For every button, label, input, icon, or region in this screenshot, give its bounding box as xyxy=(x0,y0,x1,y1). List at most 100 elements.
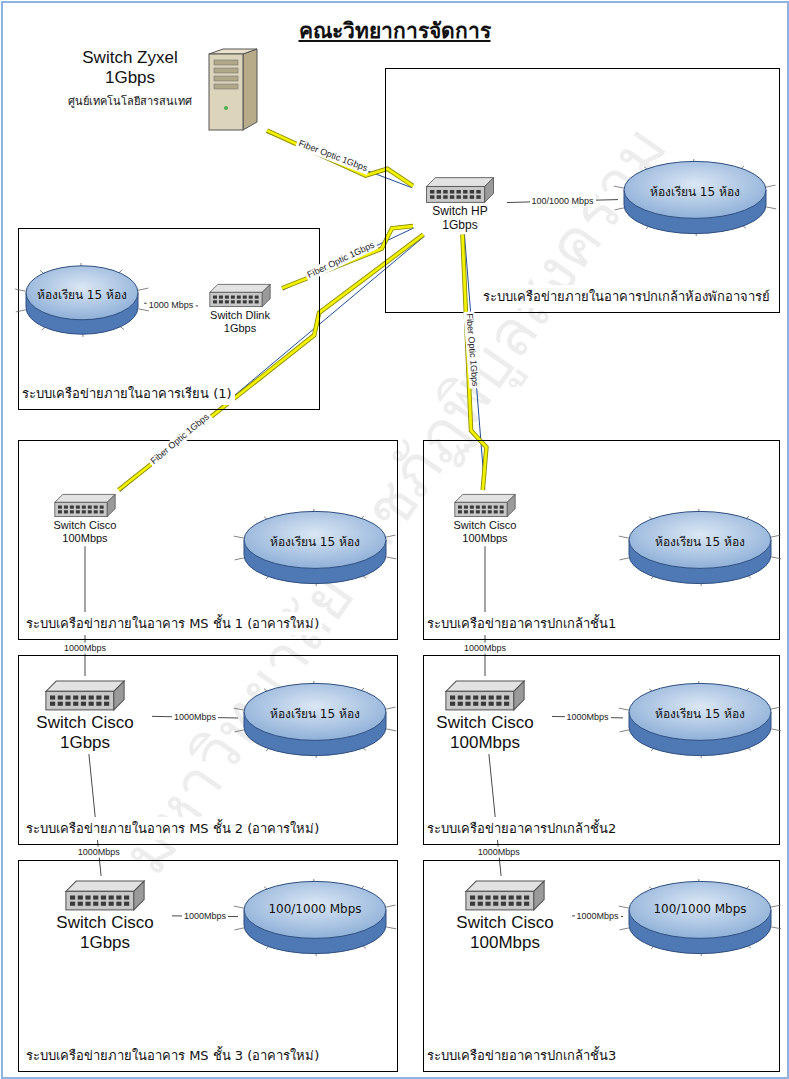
disk-spike xyxy=(386,729,397,731)
switch-port xyxy=(473,702,478,706)
fiber-bolt-edge xyxy=(119,235,424,490)
switch-port xyxy=(255,300,259,303)
switch-label: Switch Cisco 1Gbps xyxy=(40,913,170,952)
network-zone-box: ระบบเครือข่ายภายในอาคาร MS ชั้น 2 (อาคาร… xyxy=(18,655,398,845)
switch-node: Switch Cisco 100Mbps xyxy=(440,878,570,952)
cable-line xyxy=(489,754,501,876)
classroom-node: ห้องเรียน 15 ห้อง xyxy=(625,500,775,595)
switch-node: Switch Cisco 1Gbps xyxy=(40,878,170,952)
disk-spike xyxy=(770,535,780,537)
link-speed-label: 1000Mbps xyxy=(462,643,508,654)
classroom-label: ห้องเรียน 15 ห้อง xyxy=(625,704,775,723)
fiber-core xyxy=(120,236,425,491)
network-zone-box: ระบบเครือข่ายภายในอาคารเรียน (1)ห้องเรีย… xyxy=(18,228,320,410)
switch-port xyxy=(100,510,104,513)
classroom-node: ห้องเรียน 15 ห้อง xyxy=(240,500,390,595)
switch-port xyxy=(225,296,229,299)
switch-side xyxy=(114,681,124,710)
switch-port xyxy=(496,702,501,706)
switch-label: Switch Dlink 1Gbps xyxy=(200,309,280,334)
switch-side xyxy=(507,494,515,516)
switch-node: Switch Cisco 1Gbps xyxy=(20,678,150,752)
switch-port xyxy=(94,510,98,513)
switch-top xyxy=(210,284,270,292)
disk-spike xyxy=(385,707,395,709)
switch-front xyxy=(455,502,507,516)
disk-spike xyxy=(771,927,782,929)
switch-port xyxy=(500,506,504,509)
switch-port xyxy=(437,195,441,199)
disk-spike xyxy=(386,927,397,929)
switch-port xyxy=(430,190,434,194)
switch-front xyxy=(426,186,484,202)
disk-spike xyxy=(619,536,630,538)
disk-spike xyxy=(620,928,630,930)
switch-port xyxy=(96,702,101,706)
switch-port xyxy=(58,702,63,706)
fiber-bolt xyxy=(267,131,413,186)
disk-spike xyxy=(619,906,630,908)
network-zone-box: ระบบเครือข่ายอาคารปกเกล้าชั้น3Switch Cis… xyxy=(423,860,780,1072)
zone-title: ระบบเครือข่ายภายในอาคาร MS ชั้น 2 (อาคาร… xyxy=(23,817,322,840)
switch-port xyxy=(58,696,63,700)
classroom-label: ห้องเรียน 15 ห้อง xyxy=(240,532,390,551)
switch-label: Switch Cisco 100Mbps xyxy=(440,519,530,544)
switch-port xyxy=(456,190,460,194)
disk-spike xyxy=(235,730,245,732)
switch-port xyxy=(501,896,506,900)
switch-top xyxy=(446,681,524,691)
switch-port xyxy=(470,506,474,509)
disk-spike xyxy=(770,707,780,709)
switch-port xyxy=(78,902,83,906)
switch-label: Switch Cisco 100Mbps xyxy=(40,519,130,544)
switch-port xyxy=(101,902,106,906)
classroom-label: ห้องเรียน 15 ห้อง xyxy=(240,704,390,723)
server-led xyxy=(224,106,228,110)
switch-front xyxy=(446,691,514,710)
server-bay xyxy=(214,68,238,73)
switch-top xyxy=(426,178,493,187)
switch-port xyxy=(464,506,468,509)
switch-port xyxy=(516,896,521,900)
disk-spike xyxy=(771,557,782,559)
link-speed-label: Fiber Optic 1Gbps xyxy=(147,410,213,468)
server-text: Switch Zyxel 1Gbpsศูนย์เทคโนโลยีสารสนเทศ xyxy=(55,48,205,110)
fiber-bolt-edge xyxy=(267,131,413,186)
switch-icon xyxy=(208,282,272,309)
switch-port xyxy=(500,510,504,513)
zone-title: ระบบเครือข่ายอาคารปกเกล้าชั้น1 xyxy=(424,612,619,635)
switch-port xyxy=(470,896,475,900)
switch-port xyxy=(116,896,121,900)
switch-port xyxy=(76,506,80,509)
switch-port xyxy=(231,296,235,299)
switch-port xyxy=(488,510,492,513)
switch-port xyxy=(81,702,86,706)
switch-port xyxy=(504,702,509,706)
switch-port xyxy=(65,696,70,700)
switch-port xyxy=(85,902,90,906)
switch-port xyxy=(124,896,129,900)
switch-port xyxy=(450,702,455,706)
switch-port xyxy=(481,702,486,706)
switch-port xyxy=(78,896,83,900)
switch-port xyxy=(504,696,509,700)
switch-port xyxy=(496,696,501,700)
switch-front xyxy=(46,691,114,710)
disk-spike xyxy=(771,729,782,731)
switch-label: Switch HP 1Gbps xyxy=(415,205,505,233)
switch-port xyxy=(109,896,114,900)
fiber-bolt-edge xyxy=(462,235,486,490)
disk-spike xyxy=(235,928,245,930)
switch-port xyxy=(124,902,129,906)
switch-port xyxy=(231,300,235,303)
switch-node: Switch Cisco 100Mbps xyxy=(440,492,530,544)
switch-port xyxy=(482,510,486,513)
zone-title: ระบบเครือข่ายอาคารปกเกล้าชั้น2 xyxy=(424,817,619,840)
switch-icon xyxy=(424,175,496,205)
server-node: Switch Zyxel 1Gbpsศูนย์เทคโนโลยีสารสนเทศ xyxy=(55,48,265,132)
watermark-text: มหาวิทยาลัยราชภัฏพิบูลสงคราม xyxy=(96,105,692,896)
switch-port xyxy=(458,510,462,513)
switch-port xyxy=(243,296,247,299)
switch-port xyxy=(509,896,514,900)
